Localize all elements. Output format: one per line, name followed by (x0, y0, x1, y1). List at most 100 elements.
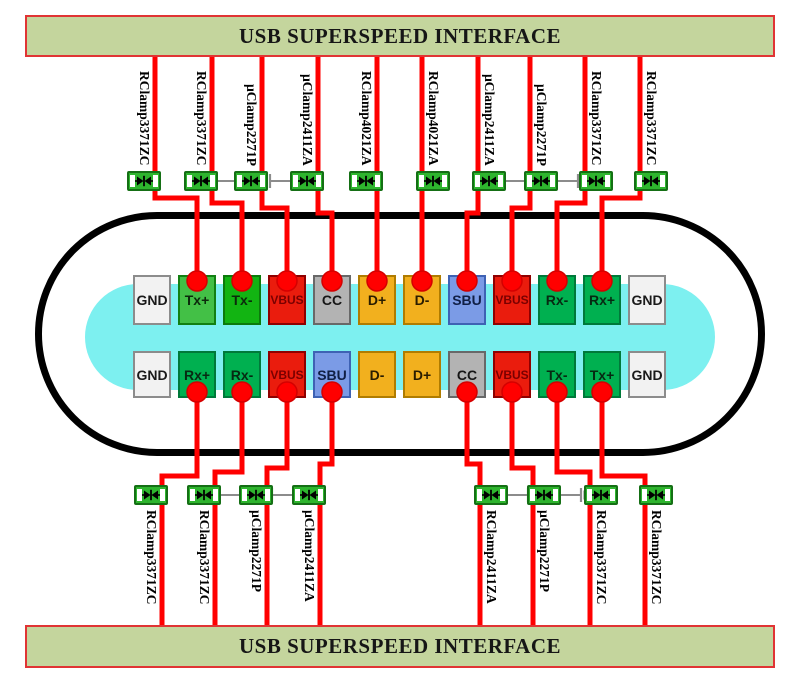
esd-device-rclamp3371zc (127, 171, 161, 191)
esd-device--clamp2411za (290, 171, 324, 191)
device-terminal (213, 489, 218, 501)
device-label: RClamp4021ZA (355, 64, 377, 166)
tvs-diode-icon (191, 175, 211, 187)
tvs-diode-icon (241, 175, 261, 187)
device-terminal (582, 175, 587, 187)
device-terminal (295, 489, 300, 501)
device-label: RClamp3371ZC (645, 510, 667, 622)
esd-device-rclamp3371zc (634, 171, 668, 191)
device-terminal (316, 175, 321, 187)
wire (209, 57, 245, 281)
pin-bottom-gnd: GND (628, 351, 666, 398)
device-label: µClamp2411ZA (478, 64, 500, 166)
device-label-text: µClamp2271P (249, 510, 264, 593)
tvs-diode-icon (299, 489, 319, 501)
esd-device-rclamp2411za (474, 485, 508, 505)
device-label-text: RClamp4021ZA (426, 71, 441, 166)
solder-joint (231, 270, 253, 292)
device-label: µClamp2271P (240, 64, 262, 166)
solder-joint (411, 270, 433, 292)
device-terminal (210, 175, 215, 187)
pin-bottom-txminus: Tx- (538, 351, 576, 398)
tvs-diode-icon (246, 489, 266, 501)
device-label-text: µClamp2271P (537, 510, 552, 593)
tvs-diode-icon (423, 175, 443, 187)
solder-joint (321, 381, 343, 403)
device-terminal (550, 175, 555, 187)
device-label: RClamp4021ZA (422, 64, 444, 166)
device-terminal (610, 489, 615, 501)
esd-device-rclamp3371zc (134, 485, 168, 505)
esd-device-rclamp3371zc (639, 485, 673, 505)
pin-top-gnd: GND (133, 275, 171, 325)
device-label-text: RClamp3371ZC (144, 510, 159, 605)
pin-bottom-dplus: D+ (403, 351, 441, 398)
device-label: µClamp2271P (245, 510, 267, 622)
device-label-text: µClamp2411ZA (482, 74, 497, 166)
device-label: µClamp2271P (530, 64, 552, 166)
esd-device-rclamp3371zc (187, 485, 221, 505)
wire (509, 57, 533, 281)
wire (509, 392, 536, 625)
wire (264, 392, 290, 625)
pin-bottom-dminus: D- (358, 351, 396, 398)
tvs-diode-icon (586, 175, 606, 187)
tvs-diode-icon (646, 489, 666, 501)
device-terminal (242, 489, 247, 501)
solder-joint (501, 270, 523, 292)
device-terminal (605, 175, 610, 187)
device-terminal (665, 489, 670, 501)
solder-joint (186, 381, 208, 403)
device-label: µClamp2411ZA (296, 64, 318, 166)
device-label-text: RClamp3371ZC (594, 510, 609, 605)
device-label-text: RClamp4021ZA (359, 71, 374, 166)
solder-joint (591, 381, 613, 403)
tvs-diode-icon (297, 175, 317, 187)
device-terminal (237, 175, 242, 187)
device-terminal (187, 175, 192, 187)
solder-joint (186, 270, 208, 292)
esd-device-rclamp3371zc (184, 171, 218, 191)
wire (259, 57, 290, 281)
device-label: RClamp3371ZC (585, 64, 607, 166)
device-label: µClamp2271P (533, 510, 555, 622)
device-label-text: RClamp3371ZC (589, 71, 604, 166)
device-terminal (293, 175, 298, 187)
solder-joint (231, 381, 253, 403)
tvs-diode-icon (531, 175, 551, 187)
tvs-diode-icon (134, 175, 154, 187)
device-terminal (153, 175, 158, 187)
solder-joint (501, 381, 523, 403)
device-terminal (265, 489, 270, 501)
wire (554, 57, 588, 281)
wire (159, 392, 200, 625)
esd-device-rclamp3371zc (584, 485, 618, 505)
esd-device--clamp2411za (472, 171, 506, 191)
device-terminal (137, 489, 142, 501)
device-label-text: µClamp2411ZA (300, 74, 315, 166)
device-label-text: RClamp2411ZA (484, 510, 499, 604)
solder-joint (591, 270, 613, 292)
pin-top-txminus: Tx- (223, 275, 261, 325)
device-terminal (160, 489, 165, 501)
device-terminal (660, 175, 665, 187)
device-terminal (475, 175, 480, 187)
wire (554, 392, 593, 625)
device-label-text: RClamp3371ZC (137, 71, 152, 166)
tvs-diode-icon (356, 175, 376, 187)
device-terminal (527, 175, 532, 187)
device-label: µClamp2411ZA (298, 510, 320, 622)
device-label: RClamp3371ZC (133, 64, 155, 166)
device-label: RClamp3371ZC (640, 64, 662, 166)
solder-joint (546, 381, 568, 403)
esd-device--clamp2411za (292, 485, 326, 505)
pin-top-dplus: D+ (358, 275, 396, 325)
device-label-text: µClamp2271P (534, 83, 549, 166)
esd-device--clamp2271p (239, 485, 273, 505)
esd-device-rclamp4021za (349, 171, 383, 191)
device-terminal (442, 175, 447, 187)
wire (317, 392, 335, 625)
device-terminal (375, 175, 380, 187)
device-label: RClamp3371ZC (193, 510, 215, 622)
